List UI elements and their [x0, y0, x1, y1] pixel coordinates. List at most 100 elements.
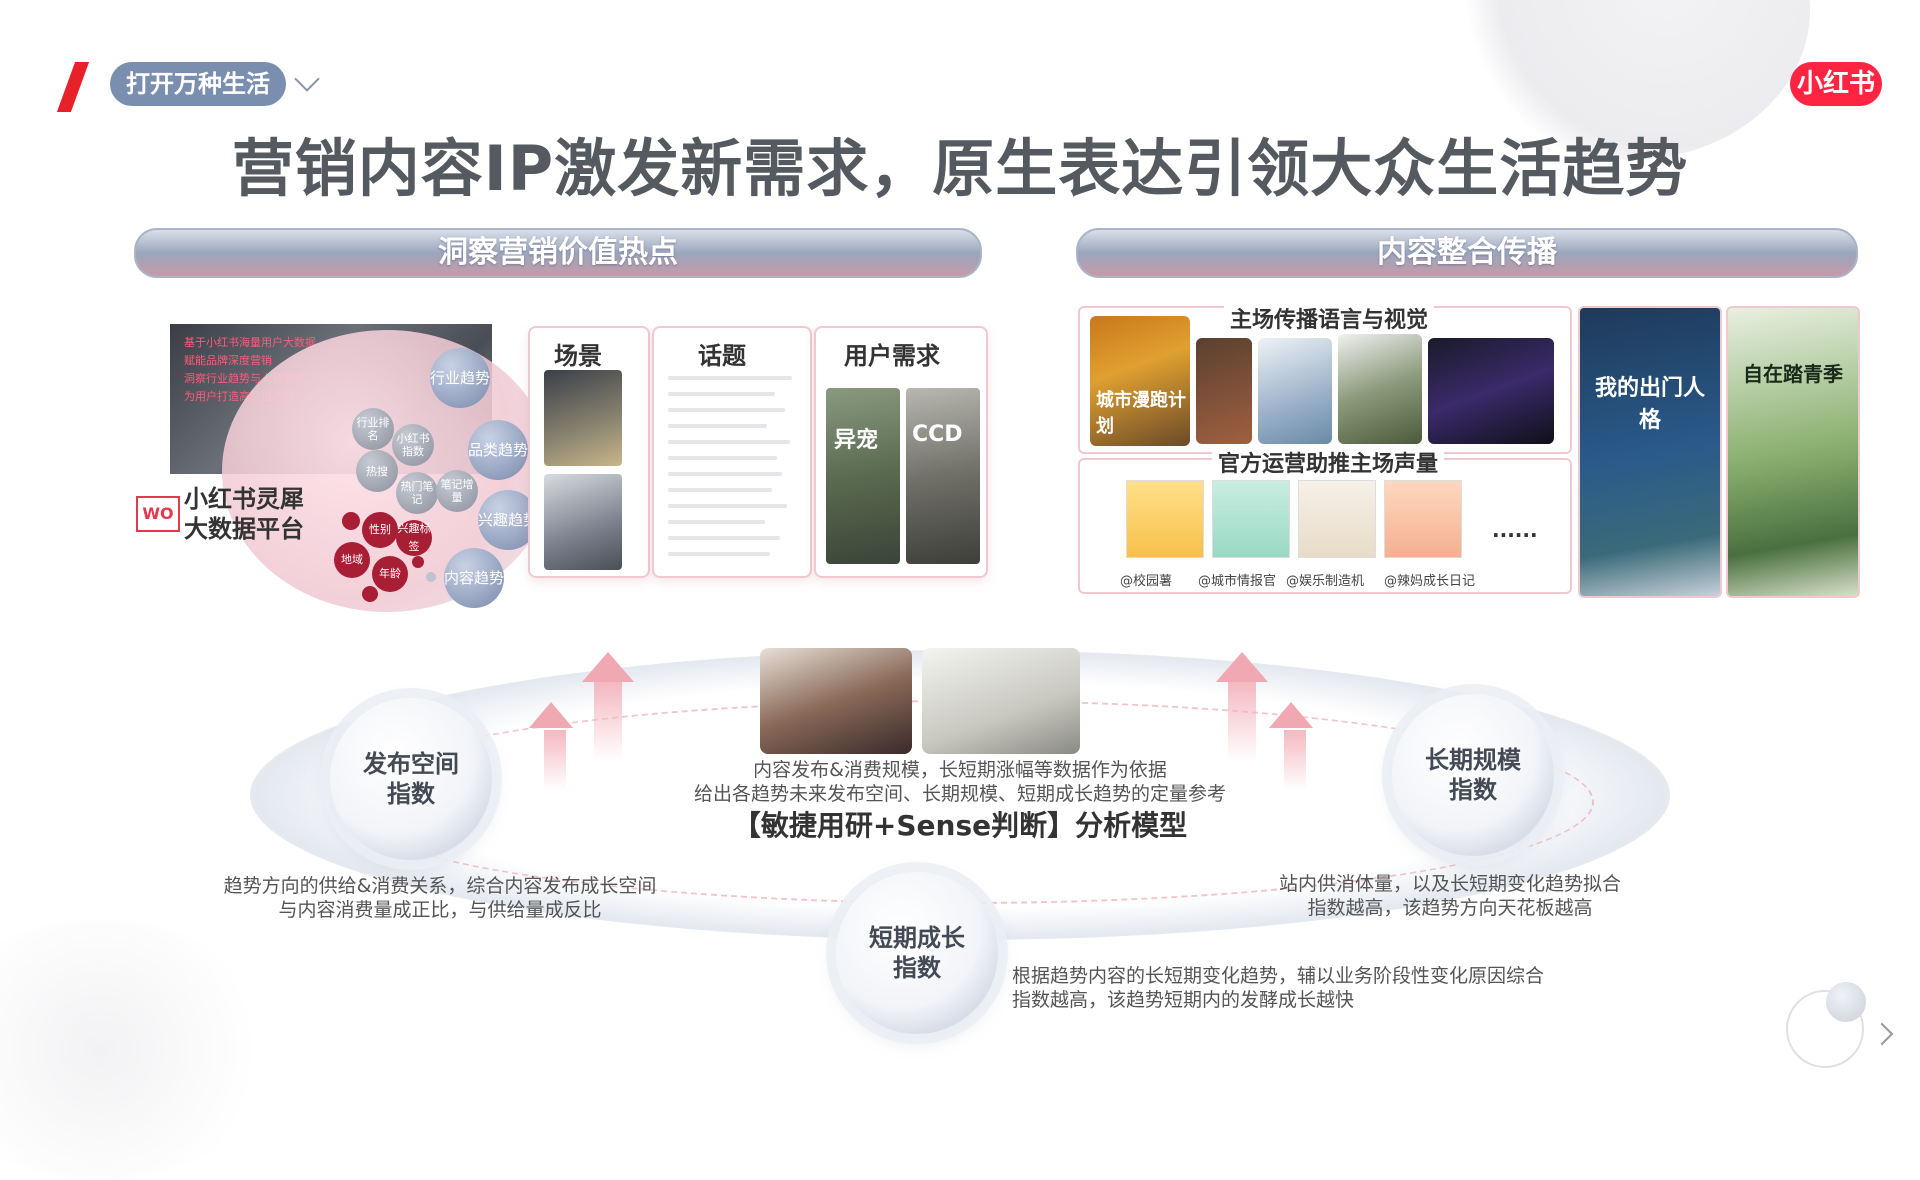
campaign-poster: 自在踏青季: [1726, 306, 1860, 598]
campaign-thumbnail: [1196, 338, 1252, 444]
account-handle: @城市情报官: [1198, 574, 1277, 589]
nav-ball-decoration: [1826, 982, 1866, 1022]
description-line: 与内容消费量成正比，与供给量成反比: [278, 899, 602, 921]
model-name: 【敏捷用研+Sense判断】分析模型: [732, 809, 1188, 842]
short-term-growth-description: 根据趋势内容的长短期变化趋势，辅以业务阶段性变化原因综合 指数越高，该趋势短期内…: [1012, 964, 1572, 1012]
model-description: 内容发布&消费规模，长短期涨幅等数据作为依据 给出各趋势未来发布空间、长期规模、…: [520, 758, 1400, 806]
sphere-short-term-growth-index: 短期成长 指数: [836, 872, 998, 1034]
sphere-label: 指数: [893, 954, 941, 982]
nav-ring-decoration: [1786, 990, 1864, 1068]
campaign-thumbnail: [1428, 338, 1554, 444]
photo-caption: 赋能品牌深度营销: [184, 354, 272, 367]
bubble-note-increment: 笔记增量: [436, 470, 478, 512]
card-title: 话题: [698, 342, 746, 370]
list-item: [668, 424, 768, 428]
photo-caption: 基于小红书海量用户大数据: [184, 336, 316, 349]
user-need-thumbnail: 异宠: [826, 388, 900, 564]
arrow-stem: [594, 682, 622, 762]
arrow-up-icon: [582, 652, 634, 682]
sphere-label: 短期成长: [869, 924, 965, 952]
card-main-language: 主场传播语言与视觉 城市漫跑计划: [1078, 302, 1572, 454]
bubble-age: 年龄: [372, 556, 408, 592]
brand-tag: 打开万种生活: [110, 62, 286, 106]
user-need-thumbnail: CCD: [906, 388, 980, 564]
red-slash-mark: [56, 62, 90, 112]
poster-label: 我的出门人格: [1594, 376, 1705, 433]
list-item: [668, 472, 783, 476]
sphere-label: 长期规模: [1425, 746, 1521, 774]
bubble-dot: [342, 512, 360, 530]
chevron-down-icon[interactable]: [294, 66, 320, 92]
campaign-poster: 我的出门人格: [1578, 306, 1722, 598]
publish-space-description: 趋势方向的供给&消费关系，综合内容发布成长空间 与内容消费量成正比，与供给量成反…: [190, 874, 690, 922]
bubble-hot-notes: 热门笔记: [396, 472, 438, 514]
list-item: [668, 552, 770, 556]
description-line: 给出各趋势未来发布空间、长期规模、短期成长趋势的定量参考: [693, 783, 1226, 805]
section-bar-distribution: 内容整合传播: [1076, 228, 1858, 278]
list-item: [668, 440, 790, 444]
bubble-category-trend: 品类趋势: [468, 420, 528, 480]
campaign-thumbnail: [1258, 338, 1332, 444]
bubble-dot: [412, 556, 424, 568]
account-handle: @辣妈成长日记: [1384, 574, 1476, 589]
list-item: [668, 504, 788, 508]
sphere-label: 发布空间: [363, 750, 459, 778]
description-line: 指数越高，该趋势短期内的发酵成长越快: [1012, 989, 1355, 1011]
research-photo: [760, 648, 912, 754]
description-line: 趋势方向的供给&消费关系，综合内容发布成长空间: [223, 875, 657, 897]
bubble-dot: [362, 586, 378, 602]
platform-name: 小红书灵犀 大数据平台: [184, 484, 304, 544]
bubble-industry-rank: 行业排名: [352, 408, 394, 450]
bubble-region: 地域: [334, 542, 370, 578]
scene-thumbnail: [544, 474, 622, 570]
lingxi-platform-icon: WO: [136, 496, 180, 532]
description-line: 站内供消体量，以及长短期变化趋势拟合: [1278, 873, 1621, 895]
list-item: [668, 376, 792, 380]
chevron-right-icon[interactable]: [1870, 1022, 1894, 1046]
bubble-interest-tag: 兴趣标签: [396, 520, 432, 556]
poster-label: 自在踏青季: [1743, 362, 1843, 386]
platform-name-line: 小红书灵犀: [184, 485, 304, 513]
list-item: [668, 520, 765, 524]
arrow-stem: [1228, 682, 1256, 762]
card-scene: 场景: [528, 326, 650, 578]
description-line: 根据趋势内容的长短期变化趋势，辅以业务阶段性变化原因综合: [1012, 965, 1545, 987]
section-bar-insight: 洞察营销价值热点: [134, 228, 982, 278]
list-item: [668, 536, 780, 540]
scene-thumbnail: [544, 370, 622, 466]
sphere-long-term-scale-index: 长期规模 指数: [1392, 694, 1554, 856]
account-avatar: [1126, 480, 1204, 558]
platform-name-line: 大数据平台: [184, 515, 304, 543]
research-photo: [922, 648, 1080, 754]
sphere-label: 指数: [1449, 776, 1497, 804]
sphere-publish-space-index: 发布空间 指数: [330, 698, 492, 860]
arrow-up-icon: [1216, 652, 1268, 682]
bubble-dot: [426, 572, 436, 582]
list-item: [668, 488, 773, 492]
card-user-needs: 用户需求 异宠 CCD: [814, 326, 988, 578]
account-avatar: [1212, 480, 1290, 558]
campaign-thumbnail: [1338, 334, 1422, 444]
page-title: 营销内容IP激发新需求，原生表达引领大众生活趋势: [231, 132, 1689, 205]
description-line: 指数越高，该趋势方向天花板越高: [1307, 897, 1593, 919]
list-item: [668, 408, 785, 412]
card-topic: 话题: [652, 326, 812, 578]
arrow-up-icon: [1269, 702, 1313, 728]
arrow-up-icon: [529, 702, 573, 728]
card-title: 用户需求: [844, 342, 940, 370]
long-term-scale-description: 站内供消体量，以及长短期变化趋势拟合 指数越高，该趋势方向天花板越高: [1240, 872, 1660, 920]
arrow-stem: [1284, 730, 1306, 790]
list-item: [668, 392, 775, 396]
thumbnail-label: 异宠: [834, 428, 879, 453]
bubble-hot-search: 热搜: [356, 450, 398, 492]
thumbnail-label: 城市漫跑计划: [1096, 390, 1186, 437]
campaign-thumbnail: 城市漫跑计划: [1090, 316, 1190, 446]
topic-list: [668, 376, 792, 568]
xiaohongshu-logo: 小红书: [1790, 62, 1882, 106]
bubble-index: 小红书指数: [392, 424, 434, 466]
account-handle: @娱乐制造机: [1286, 574, 1365, 589]
bubble-content-trend: 内容趋势: [444, 548, 504, 608]
account-handle: @校园薯: [1120, 574, 1173, 589]
card-subtitle: 主场传播语言与视觉: [1224, 302, 1435, 334]
card-official-operation: 官方运营助推主场声量 ...... @校园薯 @城市情报官 @娱乐制造机 @辣妈…: [1078, 446, 1572, 594]
